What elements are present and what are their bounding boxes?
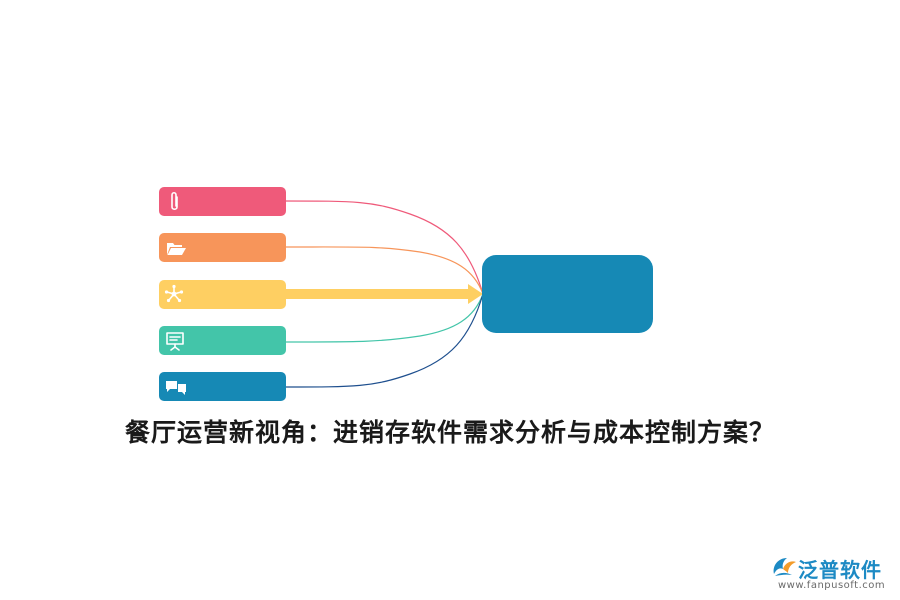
source-bar-2	[159, 233, 286, 262]
source-bar-3	[159, 280, 286, 309]
source-bar-4	[159, 326, 286, 355]
connector-line-5	[284, 293, 484, 388]
brand-logo: 泛普软件 www.fanpusoft.com	[768, 552, 898, 598]
network-icon	[164, 284, 184, 303]
connector-line-2	[284, 246, 484, 295]
diagram-title: 餐厅运营新视角：进销存软件需求分析与成本控制方案？	[124, 418, 775, 447]
brand-logo-icon	[773, 558, 796, 576]
chat-bubbles-icon	[166, 381, 186, 395]
connector-arrow-3	[285, 284, 483, 304]
brand-name: 泛普软件	[798, 558, 882, 582]
brand-url: www.fanpusoft.com	[778, 580, 886, 591]
presentation-board-icon	[166, 332, 184, 351]
target-box	[482, 255, 653, 333]
paperclip-icon	[171, 191, 178, 211]
source-bar-1	[159, 187, 286, 216]
source-bar-5	[159, 372, 286, 401]
connector-line-4	[284, 293, 484, 343]
connector-line-1	[284, 200, 484, 295]
folder-icon	[167, 243, 186, 255]
